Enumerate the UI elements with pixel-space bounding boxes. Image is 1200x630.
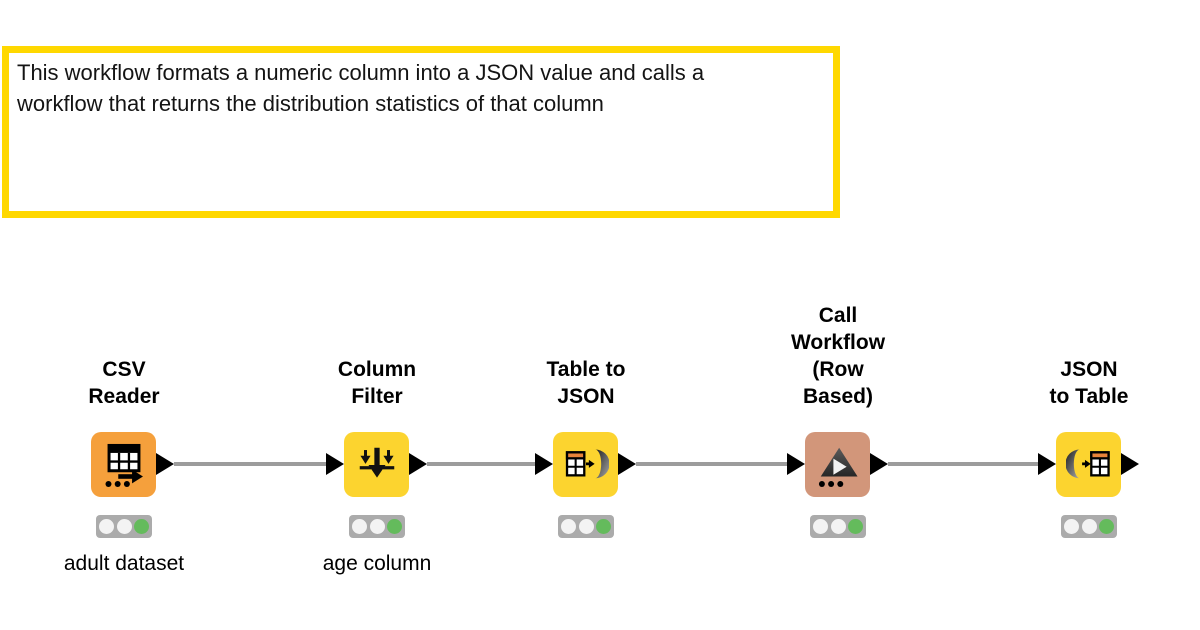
output-port[interactable] xyxy=(409,453,427,475)
connection-tabletojson-to-callworkflow[interactable] xyxy=(636,462,787,466)
node-json-to-table[interactable]: JSON to Table xyxy=(1009,340,1169,590)
status-traffic-light xyxy=(1061,515,1117,538)
node-title: JSON to Table xyxy=(1049,358,1129,408)
node-title: Table to JSON xyxy=(546,358,626,408)
status-yellow-off xyxy=(578,519,594,534)
node-column-filter[interactable]: Column Filter age column xyxy=(297,340,457,590)
node-label: adult dataset xyxy=(63,552,185,575)
status-traffic-light xyxy=(810,515,866,538)
table-to-json-icon[interactable] xyxy=(553,432,618,497)
input-port[interactable] xyxy=(535,453,553,475)
status-red-off xyxy=(352,519,367,534)
status-green-on xyxy=(1099,519,1114,534)
status-green-on xyxy=(596,519,611,534)
status-red-off xyxy=(99,519,114,534)
connection-csv-to-columnfilter[interactable] xyxy=(174,462,326,466)
status-yellow-off xyxy=(1081,519,1097,534)
output-port[interactable] xyxy=(618,453,636,475)
input-port[interactable] xyxy=(326,453,344,475)
connection-columnfilter-to-tabletojson[interactable] xyxy=(427,462,535,466)
node-table-to-json[interactable]: Table to JSON xyxy=(506,340,666,590)
call-workflow-glyph xyxy=(818,447,858,487)
filter-columns-icon[interactable] xyxy=(344,432,409,497)
node-csv-reader[interactable]: CSV Reader adult dataset xyxy=(44,340,204,590)
csv-reader-glyph xyxy=(104,443,143,487)
status-traffic-light xyxy=(558,515,614,538)
call-workflow-icon[interactable] xyxy=(805,432,870,497)
node-call-workflow-row-based[interactable]: Call Workflow (Row Based) xyxy=(758,304,918,590)
output-port[interactable] xyxy=(156,453,174,475)
status-green-on xyxy=(387,519,402,534)
connection-callworkflow-to-jsontotable[interactable] xyxy=(888,462,1038,466)
status-green-on xyxy=(134,519,149,534)
workflow-annotation[interactable]: This workflow formats a numeric column i… xyxy=(2,46,840,218)
node-title: CSV Reader xyxy=(88,358,160,408)
node-label: age column xyxy=(322,552,432,575)
json-to-table-icon[interactable] xyxy=(1056,432,1121,497)
input-port[interactable] xyxy=(1038,453,1056,475)
node-title: Column Filter xyxy=(337,358,417,408)
input-port[interactable] xyxy=(787,453,805,475)
annotation-text: This workflow formats a numeric column i… xyxy=(17,60,705,116)
status-yellow-off xyxy=(116,519,132,534)
output-port[interactable] xyxy=(1121,453,1139,475)
table-to-json-glyph xyxy=(565,448,609,478)
status-traffic-light xyxy=(349,515,405,538)
status-traffic-light xyxy=(96,515,152,538)
status-red-off xyxy=(813,519,828,534)
status-yellow-off xyxy=(830,519,846,534)
json-to-table-glyph xyxy=(1065,448,1110,478)
output-port[interactable] xyxy=(870,453,888,475)
column-filter-glyph xyxy=(359,447,394,478)
status-red-off xyxy=(1064,519,1079,534)
node-title: Call Workflow (Row Based) xyxy=(790,304,886,408)
table-export-icon[interactable] xyxy=(91,432,156,497)
status-red-off xyxy=(561,519,576,534)
status-green-on xyxy=(848,519,863,534)
status-yellow-off xyxy=(369,519,385,534)
